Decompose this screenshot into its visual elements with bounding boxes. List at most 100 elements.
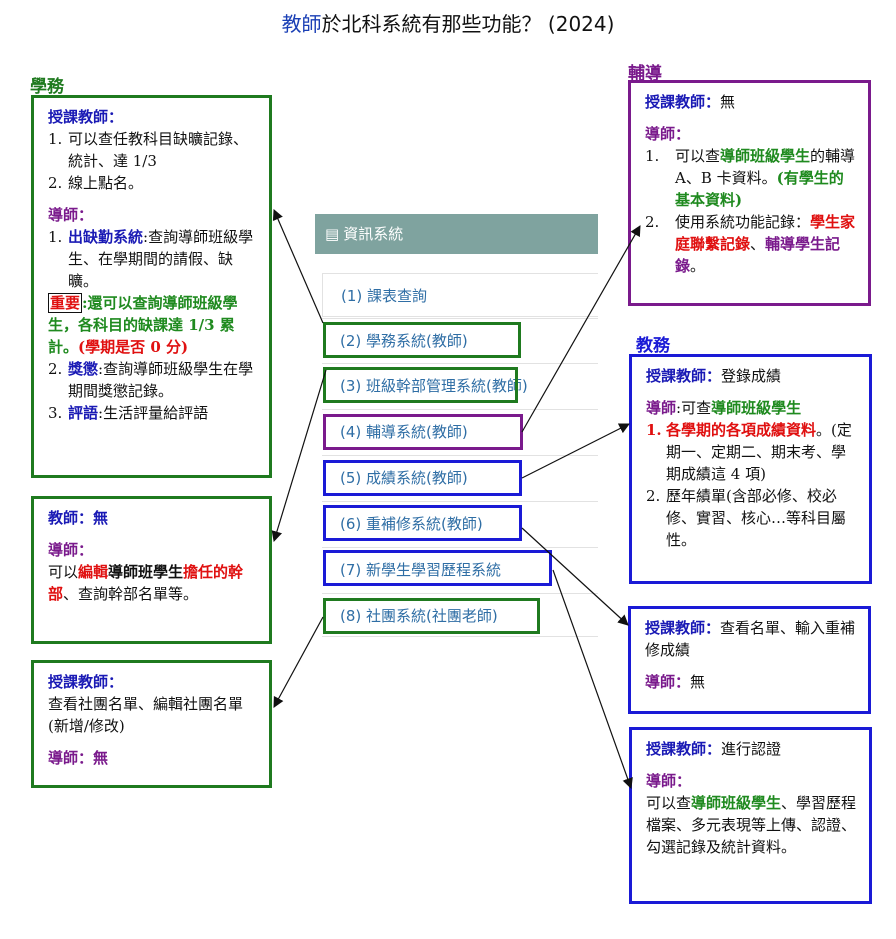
box-heading-teacher: 教師：無 xyxy=(48,509,109,527)
list-number: 1. xyxy=(48,228,63,246)
important-text: :還可以查詢導師班級學生，各科目的缺課達 1/3 累計。 xyxy=(48,294,238,356)
list-number: 2. xyxy=(646,487,661,505)
list-number: 1. xyxy=(48,130,63,148)
box-cadre: 教師：無 導師： 可以編輯導師班學生擔任的幹部、查詢幹部名單等。 xyxy=(31,496,272,644)
list-text: :生活評量給評語 xyxy=(98,404,209,422)
keyword: 學生家庭聯繫記錄 xyxy=(675,213,856,253)
text: 可以查 xyxy=(646,794,692,812)
box-body: 可以查導師班級學生、學習歷程檔案、多元表現等上傳、認證、勾選記錄及統計資料。 xyxy=(646,792,859,858)
homeroom-list: 1.出缺勤系統:查詢導師班級學生、在學期間的請假、缺曠。 重要:還可以查詢導師班… xyxy=(48,226,259,424)
list-item: 1.出缺勤系統:查詢導師班級學生、在學期間的請假、缺曠。 xyxy=(48,226,259,292)
arrow-student-affairs xyxy=(272,209,324,324)
box-heading-homeroom: 導師： xyxy=(646,772,692,790)
homeroom-list: 1.各學期的各項成績資料。(定期一、定期二、期末考、學期成績這 4 項) 2.歷… xyxy=(646,419,859,551)
list-item: 2.獎懲:查詢導師班級學生在學期間獎懲記錄。 xyxy=(48,358,259,402)
title-highlight: 教師 xyxy=(281,12,322,36)
teacher-list: 1. 可以查任教科目缺曠記錄、統計、達 1/3 2. 線上點名。 xyxy=(48,128,259,194)
list-text: 線上點名。 xyxy=(68,174,144,192)
list-text: :查詢導師班級學生在學期間獎懲記錄。 xyxy=(68,360,254,400)
text: 、 xyxy=(750,235,766,253)
heading: 導師 xyxy=(646,399,677,417)
box-heading-homeroom: 導師：無 xyxy=(645,671,858,693)
text: :可查 xyxy=(676,399,712,417)
box-heading-homeroom: 導師： xyxy=(48,206,94,224)
box-heading-teacher: 授課教師：進行認證 xyxy=(646,738,859,760)
important-tag: 重要 xyxy=(48,293,83,313)
keyword: 導師班級學生 xyxy=(711,399,802,417)
arrow-counseling xyxy=(521,225,641,433)
box-heading-homeroom: 導師： xyxy=(48,541,94,559)
arrow-makeup xyxy=(521,527,629,626)
panel-header: ▤資訊系統 xyxy=(315,214,598,254)
box-heading-teacher: 授課教師：查看名單、輸入重補修成績 xyxy=(645,617,858,661)
box-heading-teacher: 授課教師： xyxy=(48,108,124,126)
box-makeup: 授課教師：查看名單、輸入重補修成績 導師：無 xyxy=(628,606,871,714)
title-text: 於北科系統有那些功能？ (2024) xyxy=(321,12,615,36)
list-number: 2. xyxy=(48,174,63,192)
text: 無 xyxy=(720,93,736,111)
box-heading-teacher: 授課教師：登錄成績 xyxy=(646,365,859,387)
keyword: 獎懲 xyxy=(68,360,99,378)
box-body: 查看社團名單、編輯社團名單(新增/修改) xyxy=(48,695,244,735)
box-heading-homeroom: 導師：無 xyxy=(48,749,109,767)
box-student-affairs: 授課教師： 1. 可以查任教科目缺曠記錄、統計、達 1/3 2. 線上點名。 導師：… xyxy=(31,95,272,478)
box-portfolio: 授課教師：進行認證 導師： 可以查導師班級學生、學習歷程檔案、多元表現等上傳、認… xyxy=(629,727,872,904)
heading: 授課教師： xyxy=(646,740,722,758)
keyword: 導師班學生 xyxy=(108,563,184,581)
keyword: 輔導學生記錄 xyxy=(675,235,841,275)
box-counseling: 授課教師：無 導師： 1.可以查導師班級學生的輔導 A、B 卡資料。(有學生的基… xyxy=(628,80,871,306)
important-note: (學期是否 0 分) xyxy=(78,338,189,356)
list-number: 1. xyxy=(645,147,660,165)
text: 進行認證 xyxy=(721,740,782,758)
text: 。(定期一、定期二、期末考、學期成績這 4 項) xyxy=(666,421,852,483)
menu-item-student-affairs[interactable]: (2) 學務系統(教師) xyxy=(322,318,598,362)
panel-header-label: 資訊系統 xyxy=(343,225,404,243)
list-item-important: 重要:還可以查詢導師班級學生，各科目的缺課達 1/3 累計。(學期是否 0 分) xyxy=(48,292,259,358)
list-item: 2.使用系統功能記錄：學生家庭聯繫記錄、輔導學生記錄。 xyxy=(645,211,858,277)
list-number: 1. xyxy=(646,421,662,439)
text: 、查詢幹部名單等。 xyxy=(63,585,199,603)
list-item: 1.可以查導師班級學生的輔導 A、B 卡資料。(有學生的基本資料) xyxy=(645,145,858,211)
keyword: 評語 xyxy=(68,404,99,422)
keyword: 擔任的幹部 xyxy=(48,563,244,603)
text: 歷年績單(含部必修、校必修、實習、核心…等科目屬性。 xyxy=(666,487,847,549)
text: 可以查 xyxy=(675,147,721,165)
section-label-jiaowu: 教務 xyxy=(636,336,670,356)
section-label-xuewu: 學務 xyxy=(30,77,64,97)
menu-item-cadre[interactable]: (3) 班級幹部管理系統(教師) xyxy=(322,363,598,407)
arrow-cadre xyxy=(271,369,327,543)
box-heading-homeroom: 導師:可查導師班級學生 xyxy=(646,397,859,419)
list-text: 可以查任教科目缺曠記錄、統計、達 1/3 xyxy=(68,130,249,170)
box-heading-teacher: 授課教師： xyxy=(48,673,124,691)
box-body: 可以編輯導師班學生擔任的幹部、查詢幹部名單等。 xyxy=(48,561,259,605)
list-item: 3. 評語:生活評量給評語 xyxy=(48,402,259,424)
page-title: 教師於北科系統有那些功能？ (2024) xyxy=(0,8,896,37)
arrow-club xyxy=(273,616,324,708)
text: 的輔導 A、B 卡資料。 xyxy=(675,147,856,187)
list-icon: ▤ xyxy=(325,225,340,243)
keyword: 導師班級學生 xyxy=(720,147,811,165)
text: 。 xyxy=(690,257,706,275)
list-text: :查詢導師班級學生、在學期間的請假、缺曠。 xyxy=(68,228,254,290)
keyword: 編輯 xyxy=(78,563,109,581)
section-label-fudao: 輔導 xyxy=(628,64,662,84)
box-heading-teacher: 授課教師：無 xyxy=(645,91,858,113)
heading: 授課教師： xyxy=(646,367,722,385)
homeroom-list: 1.可以查導師班級學生的輔導 A、B 卡資料。(有學生的基本資料) 2.使用系統… xyxy=(645,145,858,277)
text: 登錄成績 xyxy=(721,367,782,385)
list-item: 1. 可以查任教科目缺曠記錄、統計、達 1/3 xyxy=(48,128,259,172)
menu-item-schedule[interactable]: (1) 課表查詢 xyxy=(322,273,598,317)
arrow-portfolio xyxy=(552,569,633,790)
list-item: 2. 線上點名。 xyxy=(48,172,259,194)
box-grades: 授課教師：登錄成績 導師:可查導師班級學生 1.各學期的各項成績資料。(定期一、… xyxy=(629,354,872,584)
box-heading-homeroom: 導師： xyxy=(645,125,691,143)
keyword: 導師班級學生 xyxy=(691,794,782,812)
arrow-grades xyxy=(521,423,630,479)
menu-item-makeup[interactable]: (6) 重補修系統(教師) xyxy=(322,501,598,545)
list-number: 3. xyxy=(48,404,63,422)
text: 、學習歷程檔案、多元表現等上傳、認證、勾選記錄及統計資料。 xyxy=(646,794,857,856)
box-club: 授課教師： 查看社團名單、編輯社團名單(新增/修改) 導師：無 xyxy=(31,660,272,788)
list-item: 2. 歷年績單(含部必修、校必修、實習、核心…等科目屬性。 xyxy=(646,485,859,551)
heading: 導師： xyxy=(645,673,691,691)
